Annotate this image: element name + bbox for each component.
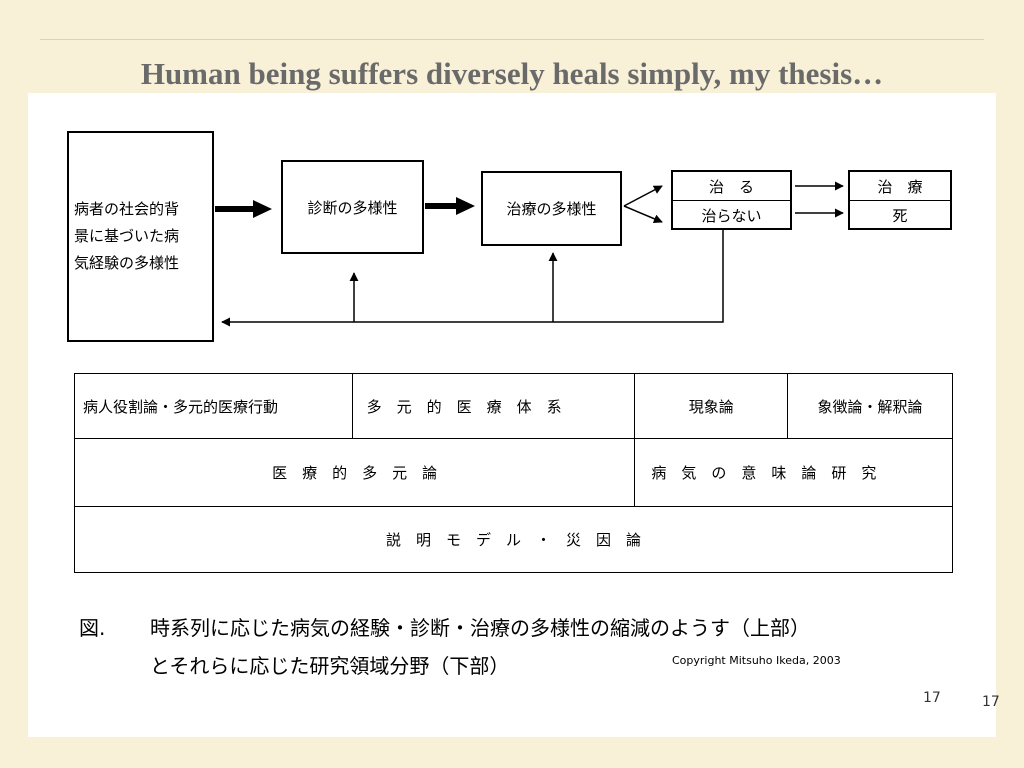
- treatment-box: 治療の多様性: [481, 171, 622, 246]
- feedback-loop-line: [221, 230, 724, 327]
- result-treatment: 治 療: [850, 172, 950, 201]
- research-areas-table: 病人役割論・多元的医療行動 多 元 的 医 療 体 系 現象論 象徴論・解釈論 …: [73, 373, 953, 573]
- area-symbolic-interpretive: 象徴論・解釈論: [787, 373, 953, 439]
- area-illness-meaning: 病 気 の 意 味 論 研 究: [634, 438, 953, 507]
- page-number-outer: 17: [982, 694, 1000, 710]
- illness-background-line-2: 景に基づいた病: [74, 227, 180, 245]
- table-row: 医 療 的 多 元 論 病 気 の 意 味 論 研 究: [73, 438, 953, 507]
- result-death: 死: [892, 206, 908, 225]
- fork-arrow-to-cured: [623, 185, 663, 207]
- area-plural-medical-system: 多 元 的 医 療 体 系: [351, 373, 636, 439]
- fork-arrow-to-not-cured: [623, 205, 663, 224]
- illness-background-line-1: 病者の社会的背: [74, 200, 180, 218]
- caption-line-2: とそれらに応じた研究領域分野（下部）: [150, 654, 510, 678]
- diagnosis-label: 診断の多様性: [307, 198, 398, 217]
- treatment-label: 治療の多様性: [506, 200, 597, 218]
- illness-background-line-3: 気経験の多様性: [74, 254, 180, 272]
- area-phenomenology: 現象論: [634, 373, 789, 439]
- area-sick-role: 病人役割論・多元的医療行動: [74, 373, 353, 439]
- outcome-box: 治 る 治らない: [671, 170, 792, 230]
- caption-line-1: 時系列に応じた病気の経験・診断・治療の多様性の縮減のようす（上部）: [150, 616, 810, 640]
- figure-label: 図.: [79, 616, 106, 640]
- table-row: 病人役割論・多元的医療行動 多 元 的 医 療 体 系 現象論 象徴論・解釈論: [74, 373, 953, 439]
- outcome-cured: 治 る: [673, 172, 790, 201]
- top-rule: [40, 39, 984, 40]
- slide-title: Human being suffers diversely heals simp…: [140, 56, 884, 91]
- illness-background-box: 病者の社会的背 景に基づいた病 気経験の多様性: [67, 131, 214, 342]
- diagnosis-box: 診断の多様性: [281, 160, 424, 254]
- outcome-not-cured: 治らない: [701, 206, 762, 225]
- area-explanatory-model: 説 明 モ デ ル ・ 災 因 論: [74, 506, 953, 573]
- result-box: 治 療 死: [848, 170, 952, 230]
- area-medical-pluralism: 医 療 的 多 元 論: [73, 438, 636, 507]
- copyright-text: Copyright Mitsuho Ikeda, 2003: [672, 654, 841, 667]
- thick-arrow-diagnosis-to-treatment: [425, 197, 475, 215]
- table-row: 説 明 モ デ ル ・ 災 因 論: [74, 506, 953, 573]
- page-number-inner: 17: [923, 690, 941, 706]
- thick-arrow-background-to-diagnosis: [215, 200, 272, 218]
